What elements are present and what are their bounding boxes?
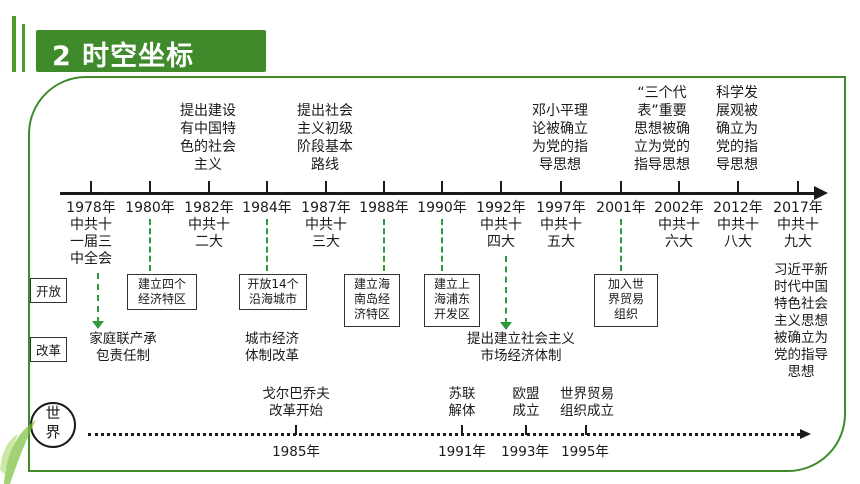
tick-2012 (737, 181, 739, 193)
row-label-open: 开放 (30, 278, 68, 303)
world-year-1991: 1991年 (438, 444, 486, 460)
open-box-2001: 加入世 界贸易 组织 (594, 274, 658, 327)
connector-1980 (149, 219, 151, 271)
main-timeline-axis (60, 192, 820, 195)
year-label-2001: 2001年 (596, 200, 646, 216)
title-banner (36, 30, 266, 72)
page-title: 2 时空坐标 (52, 41, 195, 72)
tick-1992 (500, 181, 502, 193)
year-label-1990: 1990年 (417, 200, 467, 216)
event-xi-thought: 习近平新 时代中国 特色社会 主义思想 被确立为 党的指导 思想 (774, 262, 828, 380)
open-box-1980: 建立四个 经济特区 (127, 274, 197, 310)
world-label: 世 界 (45, 404, 61, 441)
timeline-frame (28, 76, 846, 472)
title-accent-bar (12, 16, 16, 72)
leaf-decoration-icon (0, 420, 36, 484)
open-box-1984: 开放14个 沿海城市 (239, 274, 307, 310)
connector-1978 (97, 273, 99, 323)
tick-1984 (266, 181, 268, 193)
open-box-1988: 建立海 南岛经 济特区 (344, 274, 400, 327)
reform-item-urban-economic: 城市经济 体制改革 (245, 331, 299, 364)
world-timeline-arrow (800, 429, 811, 439)
connector-2001 (620, 219, 622, 271)
connector-arrow-1992 (500, 322, 512, 330)
title-accent-bar-thin (22, 24, 25, 72)
world-tick-1993 (525, 425, 527, 435)
world-tick-1985 (295, 425, 297, 435)
tick-2017 (797, 181, 799, 193)
connector-1992 (505, 256, 507, 324)
tick-2001 (620, 181, 622, 193)
tick-1990 (441, 181, 443, 193)
open-box-1990: 建立上 海浦东 开发区 (424, 274, 480, 327)
year-label-1984: 1984年 (242, 200, 292, 216)
world-tick-1995 (585, 425, 587, 435)
event-deng-theory: 邓小平理 论被确立 为党的指 导思想 (532, 103, 588, 173)
year-label-1988: 1988年 (359, 200, 409, 216)
tick-1982 (208, 181, 210, 193)
world-year-1993: 1993年 (501, 444, 549, 460)
year-label-1997: 1997年 中共十 五大 (536, 200, 586, 250)
event-primary-stage-line: 提出社会 主义初级 阶段基本 路线 (297, 103, 353, 173)
year-label-1978: 1978年 中共十 一届三 中全会 (66, 200, 116, 267)
year-label-2002: 2002年 中共十 六大 (654, 200, 704, 250)
event-scientific-outlook: 科学发 展观被 确立为 党的指 导思想 (716, 85, 758, 173)
event-three-represents: “三个代 表”重要 思想被确 立为党的 指导思想 (634, 85, 690, 173)
world-event-ussr-dissolution: 苏联 解体 (448, 386, 476, 419)
year-label-2017: 2017年 中共十 九大 (773, 200, 823, 250)
world-year-1985: 1985年 (272, 444, 320, 460)
tick-1980 (149, 181, 151, 193)
connector-1984 (266, 219, 268, 271)
tick-1997 (560, 181, 562, 193)
tick-1987 (325, 181, 327, 193)
world-timeline-axis (88, 433, 800, 436)
reform-item-market-economy: 提出建立社会主义 市场经济体制 (467, 331, 575, 364)
tick-2002 (678, 181, 680, 193)
connector-arrow-1978 (92, 321, 104, 329)
world-event-gorbachev: 戈尔巴乔夫 改革开始 (262, 386, 330, 419)
tick-1988 (383, 181, 385, 193)
year-label-1987: 1987年 中共十 三大 (301, 200, 351, 250)
row-label-reform: 改革 (30, 337, 68, 362)
event-socialism-chinese-characteristics: 提出建设 有中国特 色的社会 主义 (180, 103, 236, 173)
world-event-eu-founded: 欧盟 成立 (512, 386, 540, 419)
reform-item-household-responsibility: 家庭联产承 包责任制 (89, 331, 157, 364)
world-year-1995: 1995年 (561, 444, 609, 460)
year-label-2012: 2012年 中共十 八大 (713, 200, 763, 250)
tick-1978 (90, 181, 92, 193)
world-event-wto-founded: 世界贸易 组织成立 (560, 386, 614, 419)
connector-1988 (383, 219, 385, 271)
year-label-1982: 1982年 中共十 二大 (184, 200, 234, 250)
connector-1990 (441, 219, 443, 271)
year-label-1992: 1992年 中共十 四大 (476, 200, 526, 250)
year-label-1980: 1980年 (125, 200, 175, 216)
world-tick-1991 (461, 425, 463, 435)
main-timeline-arrow (814, 186, 828, 200)
